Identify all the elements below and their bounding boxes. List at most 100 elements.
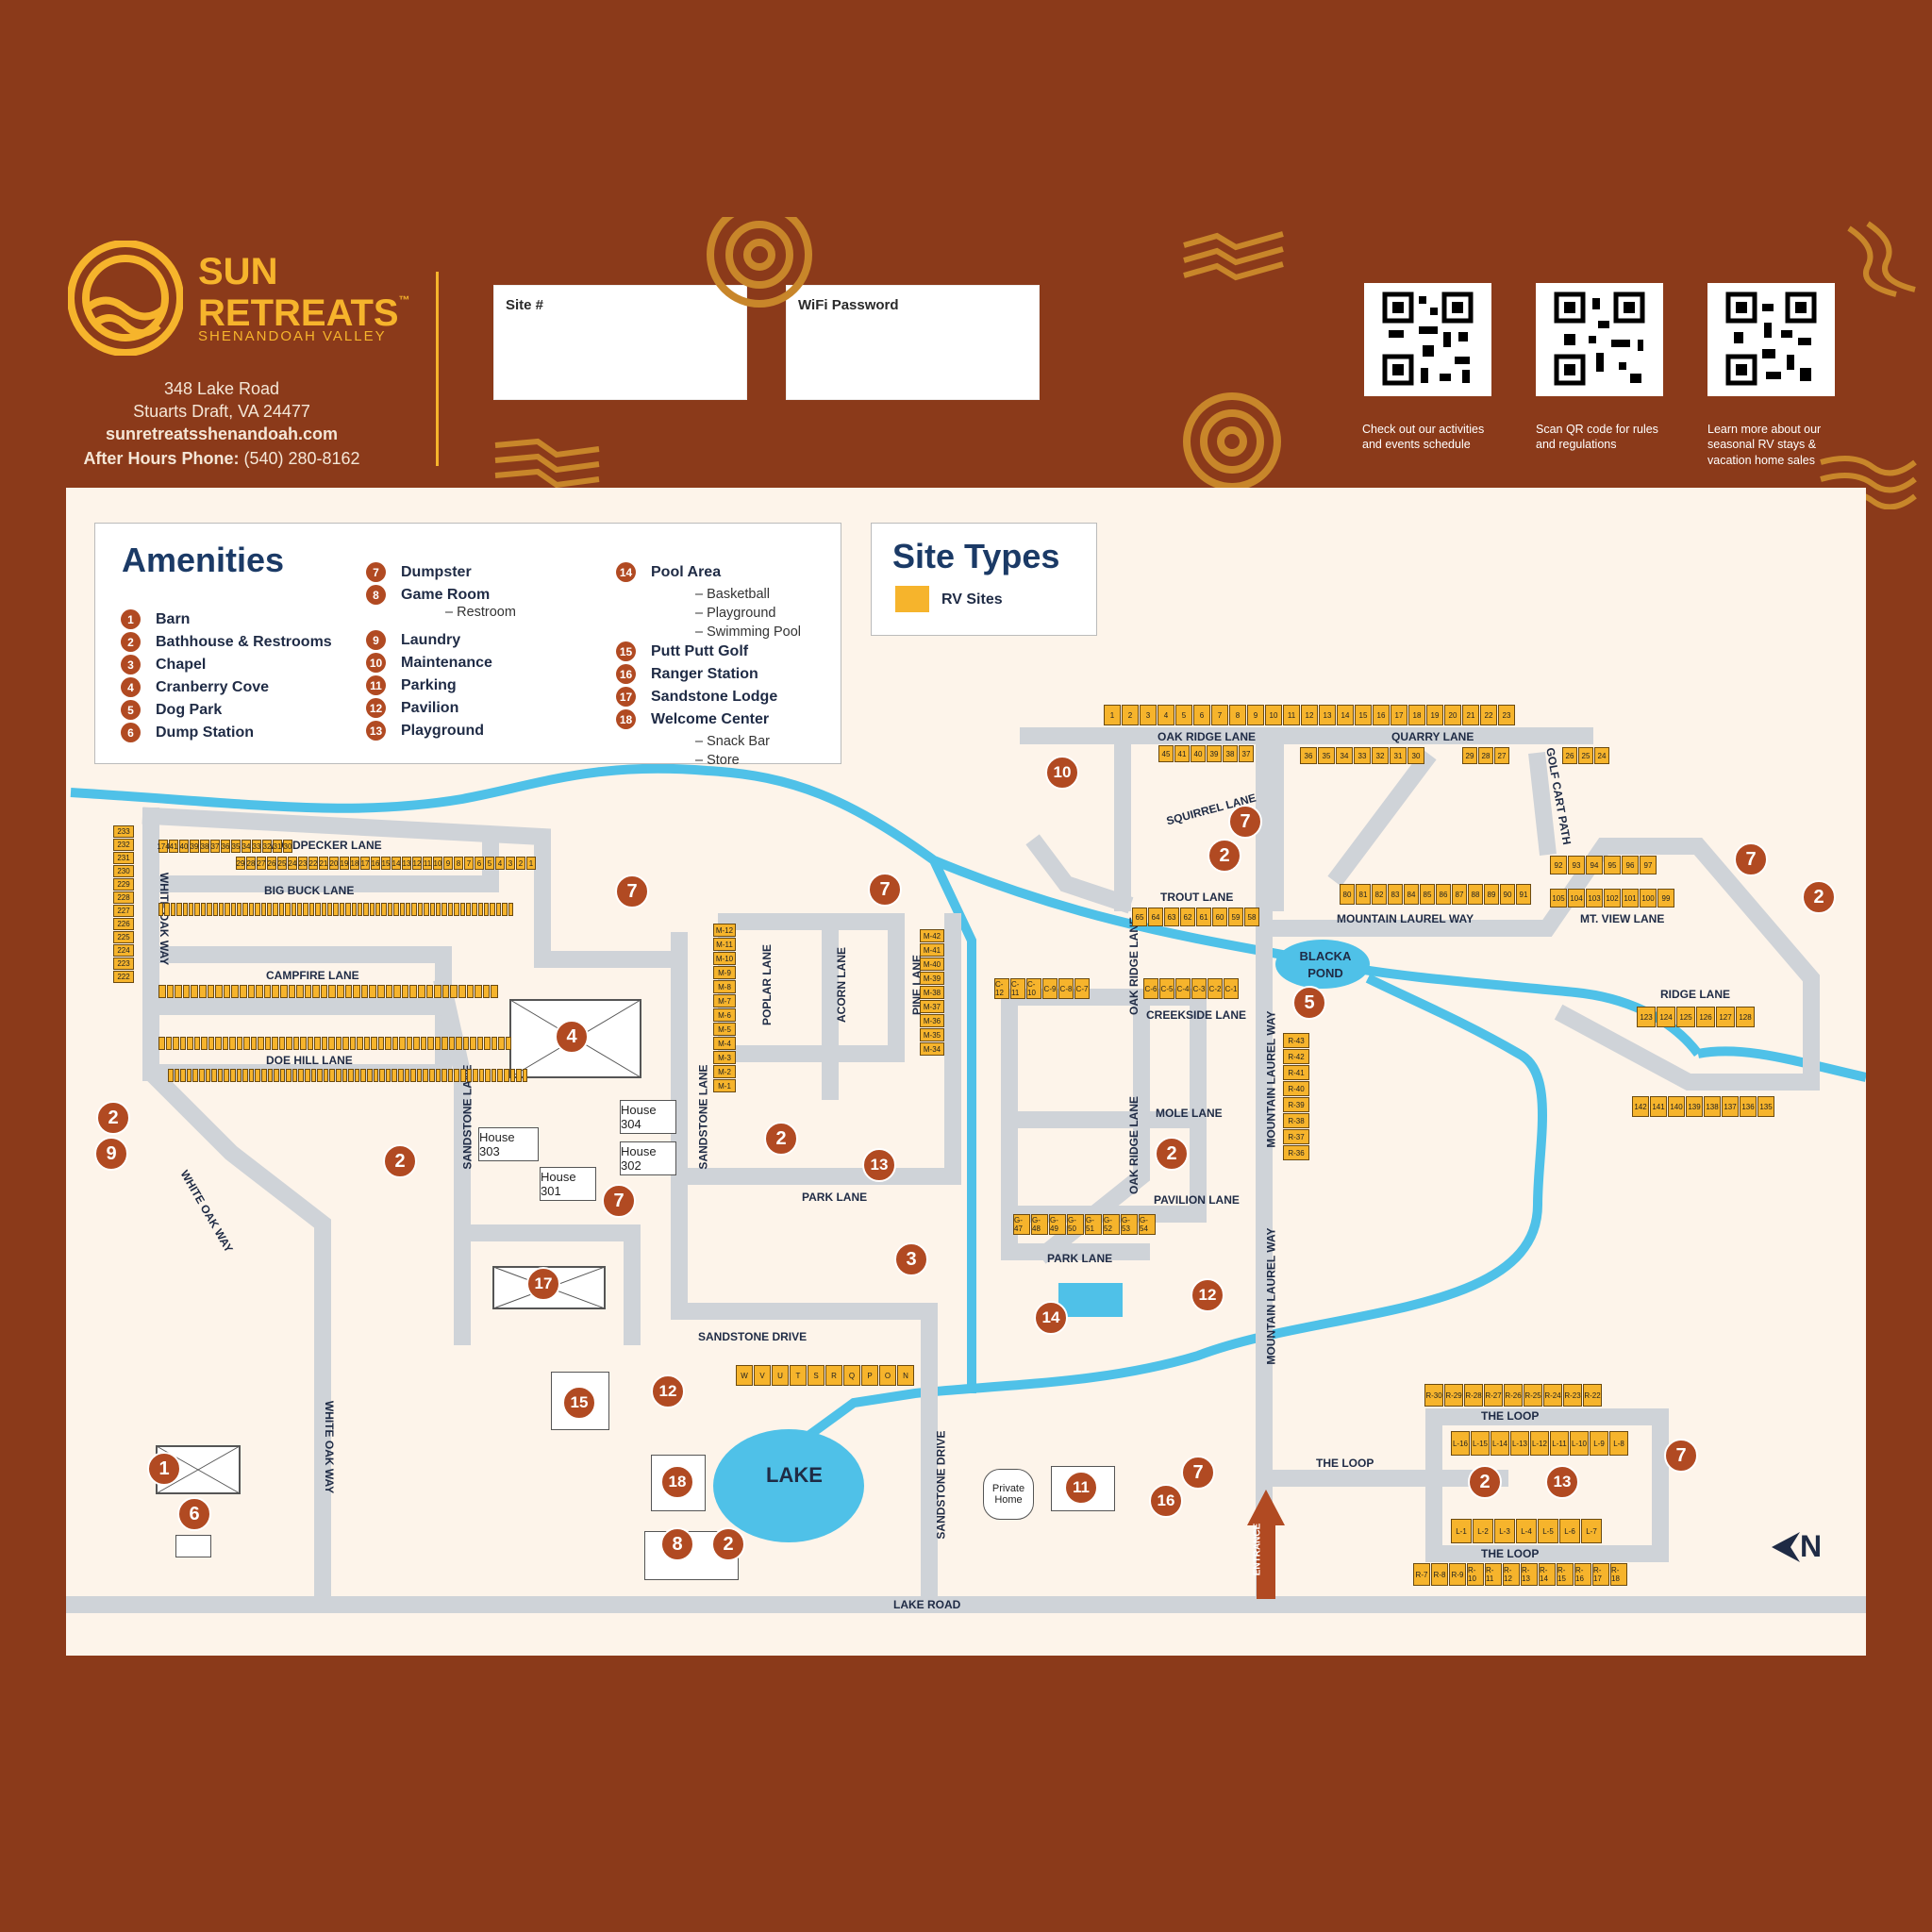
- rv-site[interactable]: 167: [354, 1069, 360, 1082]
- rv-site[interactable]: R-10: [1467, 1563, 1484, 1586]
- rv-site[interactable]: M-7: [713, 994, 736, 1008]
- rv-site[interactable]: 145: [491, 1069, 497, 1082]
- rv-site[interactable]: 140: [357, 903, 363, 916]
- rv-site[interactable]: M-42: [920, 929, 944, 942]
- rv-site[interactable]: 148: [308, 903, 315, 916]
- rv-site[interactable]: 125: [470, 1037, 476, 1050]
- rv-site[interactable]: 154: [264, 1037, 271, 1050]
- rv-site[interactable]: 116: [166, 985, 175, 998]
- rv-site[interactable]: 19: [340, 857, 349, 870]
- rv-site[interactable]: C-9: [1042, 978, 1058, 999]
- rv-site[interactable]: 24: [288, 857, 297, 870]
- website-link[interactable]: sunretreatsshenandoah.com: [105, 425, 339, 443]
- rv-site[interactable]: 164: [193, 1037, 200, 1050]
- rv-site[interactable]: 230: [113, 865, 134, 877]
- rv-site[interactable]: 223: [113, 958, 134, 970]
- rv-site[interactable]: 100: [1640, 889, 1657, 908]
- rv-site[interactable]: 90: [377, 985, 385, 998]
- rv-site[interactable]: 172: [323, 1069, 329, 1082]
- rv-site[interactable]: 40: [1191, 745, 1206, 762]
- rv-site[interactable]: 120: [505, 1037, 511, 1050]
- rv-site[interactable]: R-38: [1283, 1113, 1309, 1128]
- rv-site[interactable]: R-29: [1444, 1384, 1463, 1407]
- rv-site[interactable]: 63: [1164, 908, 1179, 926]
- amenity-marker-7g[interactable]: 7: [1664, 1439, 1698, 1473]
- rv-site[interactable]: 128: [448, 1037, 455, 1050]
- rv-site[interactable]: M-40: [920, 958, 944, 971]
- rv-site[interactable]: 34: [1336, 747, 1353, 764]
- amenity-marker-8[interactable]: 8: [660, 1527, 694, 1561]
- rv-site[interactable]: R-26: [1504, 1384, 1523, 1407]
- rv-site[interactable]: 17: [360, 857, 370, 870]
- rv-site[interactable]: 80: [458, 985, 466, 998]
- rv-site[interactable]: G-52: [1103, 1214, 1120, 1235]
- rv-site[interactable]: S: [808, 1365, 824, 1386]
- rv-site[interactable]: 147: [478, 1069, 485, 1082]
- rv-site[interactable]: 81: [1356, 884, 1371, 905]
- rv-site[interactable]: 160: [237, 903, 242, 916]
- rv-site[interactable]: 226: [113, 918, 134, 930]
- rv-site[interactable]: 158: [236, 1037, 242, 1050]
- rv-site[interactable]: 187: [229, 1069, 236, 1082]
- rv-site[interactable]: 61: [1196, 908, 1211, 926]
- rv-site[interactable]: O: [879, 1365, 896, 1386]
- rv-site[interactable]: 157: [416, 1069, 423, 1082]
- rv-site[interactable]: 233: [113, 825, 134, 838]
- rv-site[interactable]: R-25: [1524, 1384, 1542, 1407]
- rv-site[interactable]: G-53: [1121, 1214, 1138, 1235]
- rv-site[interactable]: R-39: [1283, 1097, 1309, 1112]
- rv-site[interactable]: 81: [450, 985, 458, 998]
- rv-site[interactable]: 159: [242, 903, 248, 916]
- rv-site[interactable]: 180: [274, 1069, 279, 1082]
- rv-site[interactable]: 101: [1622, 889, 1639, 908]
- rv-site[interactable]: 146: [485, 1069, 491, 1082]
- rv-site[interactable]: 2: [1122, 705, 1139, 725]
- rv-site[interactable]: R-17: [1592, 1563, 1609, 1586]
- qr-code-rules[interactable]: [1536, 283, 1663, 396]
- rv-site[interactable]: M-36: [920, 1014, 944, 1027]
- amenity-marker-14[interactable]: 14: [1034, 1301, 1068, 1335]
- rv-site[interactable]: 168: [188, 903, 194, 916]
- rv-site[interactable]: 151: [291, 903, 296, 916]
- amenity-marker-7a[interactable]: 7: [1228, 805, 1262, 839]
- rv-site[interactable]: 132: [406, 903, 411, 916]
- rv-site[interactable]: 137: [385, 1037, 391, 1050]
- rv-site[interactable]: 23: [1498, 705, 1515, 725]
- amenity-marker-2a[interactable]: 2: [1208, 839, 1241, 873]
- rv-site[interactable]: 174: [157, 840, 170, 853]
- rv-site[interactable]: 175: [305, 1069, 310, 1082]
- rv-site[interactable]: 149: [466, 1069, 473, 1082]
- rv-site[interactable]: L-2: [1473, 1519, 1493, 1543]
- rv-site[interactable]: C-2: [1208, 978, 1223, 999]
- rv-site[interactable]: 139: [371, 1037, 377, 1050]
- rv-site[interactable]: 162: [225, 903, 230, 916]
- rv-site[interactable]: M-10: [713, 952, 736, 965]
- rv-site[interactable]: 197: [168, 1069, 174, 1082]
- rv-site[interactable]: 9: [1247, 705, 1264, 725]
- rv-site[interactable]: R-42: [1283, 1049, 1309, 1064]
- rv-site[interactable]: R-41: [1283, 1065, 1309, 1080]
- rv-site[interactable]: 149: [300, 1037, 307, 1050]
- rv-site[interactable]: R-43: [1283, 1033, 1309, 1048]
- rv-site[interactable]: 101: [288, 985, 296, 998]
- rv-site[interactable]: 103: [272, 985, 279, 998]
- rv-site[interactable]: 8: [1229, 705, 1246, 725]
- rv-site[interactable]: 111: [207, 985, 215, 998]
- wifi-password-field[interactable]: WiFi Password: [786, 285, 1040, 400]
- rv-site[interactable]: 41: [1174, 745, 1190, 762]
- rv-site[interactable]: 38: [200, 840, 209, 853]
- rv-site[interactable]: L-8: [1609, 1431, 1628, 1456]
- rv-site[interactable]: 224: [113, 944, 134, 957]
- rv-site[interactable]: C-7: [1074, 978, 1090, 999]
- rv-site[interactable]: 12: [412, 857, 422, 870]
- rv-site[interactable]: 113: [191, 985, 198, 998]
- rv-site[interactable]: C-10: [1026, 978, 1041, 999]
- amenity-marker-7b[interactable]: 7: [1734, 842, 1768, 876]
- rv-site[interactable]: P: [861, 1365, 878, 1386]
- rv-site[interactable]: 27: [1494, 747, 1509, 764]
- rv-site[interactable]: 22: [1480, 705, 1497, 725]
- rv-site[interactable]: 26: [1562, 747, 1577, 764]
- amenity-marker-18[interactable]: 18: [660, 1465, 694, 1499]
- rv-site[interactable]: 144: [335, 1037, 341, 1050]
- rv-site[interactable]: 185: [242, 1069, 248, 1082]
